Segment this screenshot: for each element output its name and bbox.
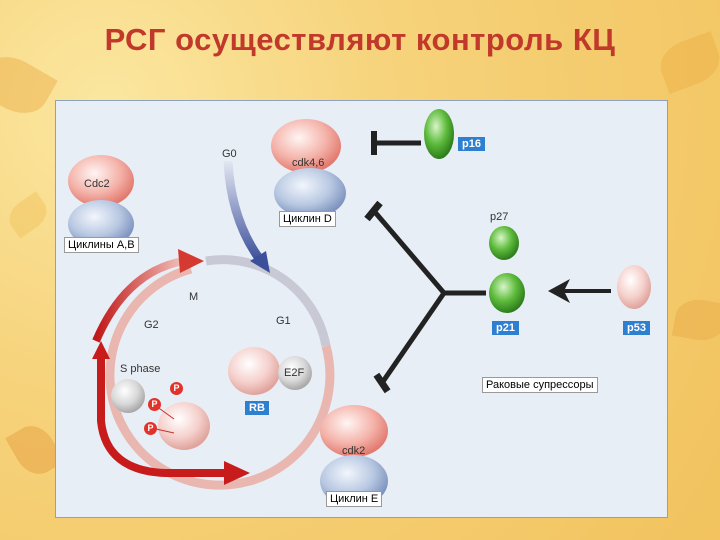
s-phase-arrowhead-up: [92, 341, 110, 359]
label-cdk2: cdk2: [342, 445, 366, 457]
phosphate-link: [155, 428, 175, 434]
label-cdc2: Cdc2: [84, 178, 110, 190]
g0-arrow: [223, 160, 265, 264]
phosphate-marker: P: [170, 382, 183, 395]
p27-molecule: [489, 226, 519, 260]
label-cyclin-d: Циклин D: [279, 211, 336, 227]
cell-cycle-ring-upper: [205, 255, 331, 347]
diagram-graphics: [68, 109, 651, 507]
label-s-phase: S phase: [120, 363, 161, 375]
label-p16: p16: [458, 137, 485, 151]
p53-arrowhead: [548, 279, 570, 303]
inhibitor-bar-lower: [373, 372, 391, 394]
inhibitor-branch-upper: [372, 209, 446, 295]
label-cdk46: cdk4,6: [292, 157, 325, 169]
p16-molecule: [424, 109, 454, 159]
autumn-leaf-decoration: [3, 191, 53, 239]
e2f-molecule: [278, 356, 312, 390]
label-tumor-suppressors: Раковые супрессоры: [482, 377, 598, 393]
label-e2f: E2F: [284, 367, 305, 379]
label-g1: G1: [276, 315, 291, 327]
label-g0: G0: [222, 148, 237, 160]
g2-to-m-arrow: [92, 257, 185, 343]
g1-arrowhead-right: [224, 461, 250, 485]
inhibitor-bar-upper: [364, 200, 383, 222]
page-title: РСГ осуществляют контроль КЦ: [104, 22, 616, 57]
label-rb: RB: [245, 401, 269, 415]
g2-to-m-arrowhead: [178, 249, 204, 273]
cyclin-ab-molecule: [68, 200, 134, 248]
s-phase-arrow: [97, 349, 236, 477]
p53-molecule: [617, 265, 651, 309]
s-phase-e2f-molecule: [111, 379, 145, 413]
p21-molecule: [489, 273, 525, 313]
g0-arrowhead: [250, 251, 270, 273]
cdk2-molecule: [320, 405, 388, 457]
phosphate-marker: P: [144, 422, 157, 435]
label-m: M: [189, 291, 199, 303]
cyclin-d-molecule: [274, 168, 346, 218]
label-p53: p53: [623, 321, 650, 335]
cdc2-molecule: [68, 155, 134, 207]
cell-cycle-diagram: G0 cdk4,6 Циклин D Cdc2 Циклины A,B M G2…: [55, 100, 668, 518]
label-g2: G2: [144, 319, 159, 331]
rb-molecule: [228, 347, 280, 395]
label-cyclin-e: Циклин E: [326, 491, 383, 507]
label-p21: p21: [492, 321, 519, 335]
cdk46-molecule: [271, 119, 341, 173]
autumn-leaf-decoration: [671, 295, 720, 345]
phosphate-marker: P: [148, 398, 161, 411]
inhibitor-branch-lower: [379, 291, 447, 385]
label-cyclins-ab: Циклины A,B: [64, 237, 139, 253]
s-phase-rb-molecule: [158, 402, 210, 450]
label-p27: p27: [490, 211, 509, 223]
